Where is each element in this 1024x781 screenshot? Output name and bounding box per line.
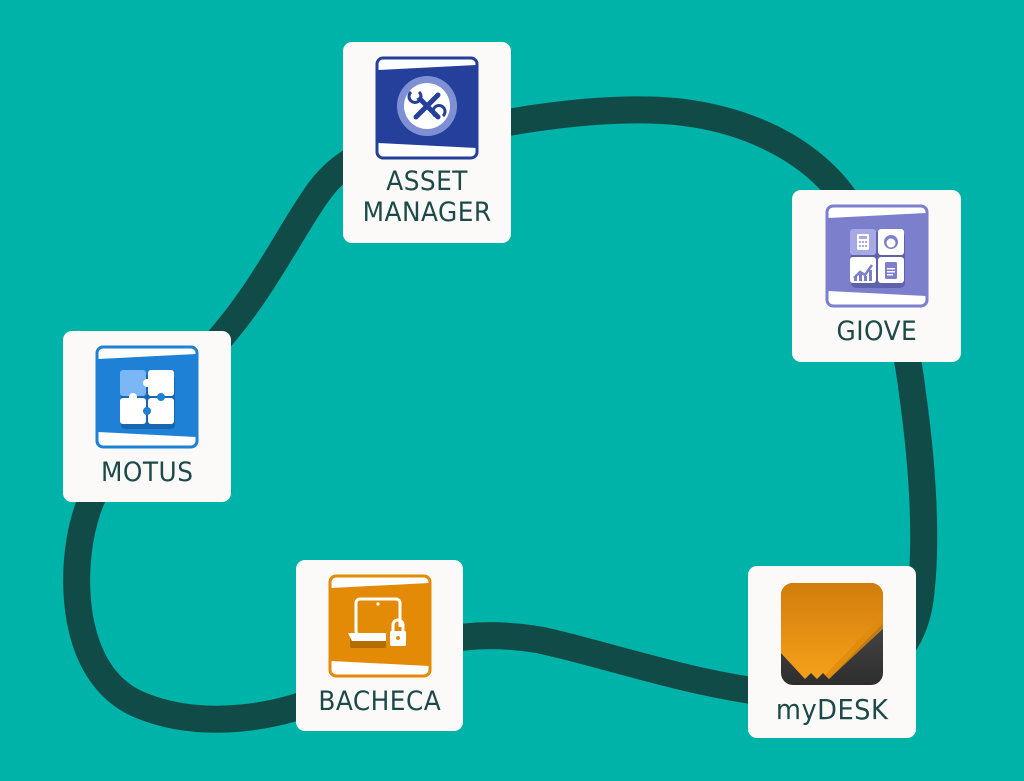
node-label: ASSET MANAGER bbox=[362, 166, 492, 228]
node-label: myDESK bbox=[775, 693, 889, 726]
laptop-lock-icon bbox=[328, 574, 431, 678]
node-label: GIOVE bbox=[836, 316, 917, 347]
giove-card[interactable]: GIOVE bbox=[792, 190, 961, 362]
node-label: BACHECA bbox=[318, 686, 441, 717]
asset-manager-card[interactable]: ASSET MANAGER bbox=[343, 42, 511, 243]
node-label: MOTUS bbox=[100, 457, 194, 488]
mydesk-card[interactable]: myDESK bbox=[748, 566, 916, 738]
wrench-screwdriver-icon bbox=[375, 56, 479, 160]
bacheca-card[interactable]: BACHECA bbox=[296, 560, 463, 731]
puzzle-icon bbox=[95, 345, 199, 449]
dashboard-grid-icon bbox=[825, 204, 928, 308]
motus-card[interactable]: MOTUS bbox=[63, 331, 231, 502]
orange-pencil-icon bbox=[781, 583, 883, 685]
